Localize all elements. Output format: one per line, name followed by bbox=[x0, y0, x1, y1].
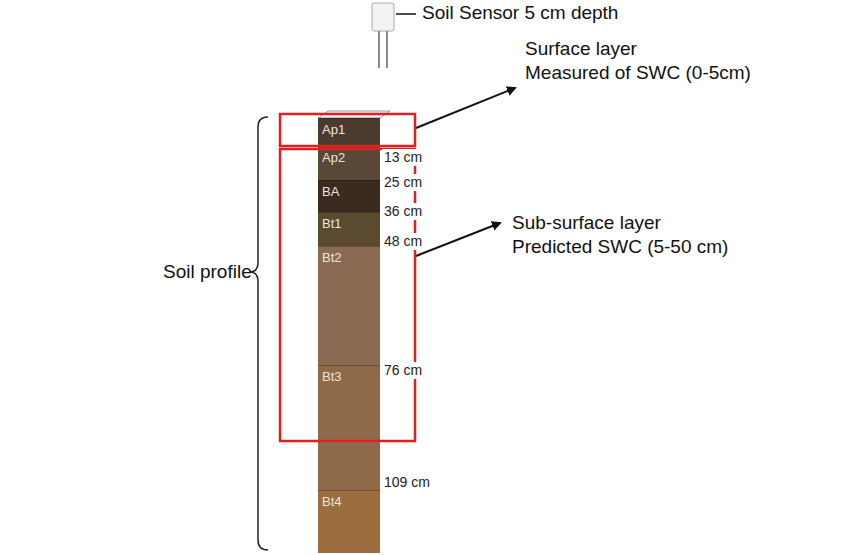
layer-note: Predicted SWC (5-50 cm) bbox=[512, 236, 728, 259]
callout-arrow bbox=[416, 88, 515, 128]
soil-horizon: Ap2 bbox=[318, 146, 380, 180]
column-top-face bbox=[318, 111, 390, 118]
depth-label: 109 cm bbox=[382, 474, 432, 491]
profile-label: Soil profile bbox=[163, 261, 252, 284]
soil-horizon: Bt2 bbox=[318, 246, 380, 365]
soil-horizon: Bt3 bbox=[318, 365, 380, 490]
horizon-name: Bt4 bbox=[318, 491, 342, 509]
horizon-name: BA bbox=[318, 181, 339, 199]
horizon-name: Bt1 bbox=[318, 213, 342, 231]
profile-brace bbox=[250, 117, 268, 550]
horizon-name: Bt2 bbox=[318, 247, 342, 265]
sensor-label: Soil Sensor 5 cm depth bbox=[422, 2, 618, 25]
sensor-prong bbox=[378, 31, 380, 68]
leader-line bbox=[396, 13, 416, 15]
depth-label: 25 cm bbox=[382, 174, 424, 191]
depth-label: 48 cm bbox=[382, 233, 424, 250]
layer-heading: Sub-surface layer bbox=[512, 212, 661, 235]
soil-horizon: BA bbox=[318, 180, 380, 212]
layer-note: Measured of SWC (0-5cm) bbox=[525, 62, 751, 85]
soil-horizon: Bt1 bbox=[318, 212, 380, 246]
soil-horizon: Ap1 bbox=[318, 118, 380, 146]
callout-arrow bbox=[416, 223, 500, 256]
depth-label: 36 cm bbox=[382, 203, 424, 220]
horizon-name: Ap2 bbox=[318, 147, 345, 165]
soil-horizon: Bt4 bbox=[318, 490, 380, 553]
horizon-name: Ap1 bbox=[318, 119, 345, 137]
sensor-prong bbox=[386, 31, 388, 68]
layer-heading: Surface layer bbox=[525, 38, 637, 61]
depth-label: 13 cm bbox=[382, 149, 424, 166]
surface-frame bbox=[280, 114, 415, 146]
sensor-body bbox=[372, 3, 394, 31]
depth-label: 76 cm bbox=[382, 362, 424, 379]
horizon-name: Bt3 bbox=[318, 366, 342, 384]
subsurface-frame bbox=[280, 149, 415, 441]
